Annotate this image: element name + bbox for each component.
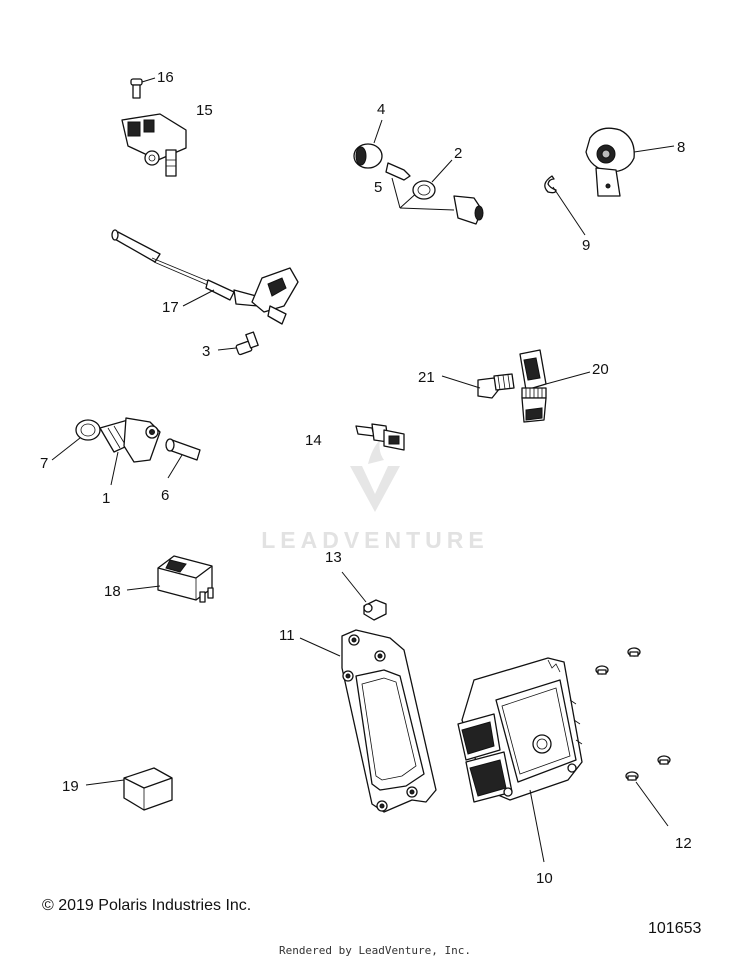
part-8-knock-sensor[interactable] (585, 127, 635, 197)
callout-17: 17 (162, 299, 179, 316)
leader-3 (217, 347, 237, 351)
leader-16 (141, 77, 156, 83)
leadventure-logo-mark (350, 466, 400, 512)
leader-11 (299, 637, 341, 657)
part-12-screw-c[interactable] (657, 755, 671, 765)
part-17-speed-sensor[interactable] (111, 229, 299, 325)
callout-2: 2 (454, 145, 462, 162)
part-5-sensor[interactable] (453, 195, 484, 225)
callout-8: 8 (677, 139, 685, 156)
rendered-by-text: Rendered by LeadVenture, Inc. (278, 944, 472, 957)
drawing-number: 101653 (648, 920, 702, 937)
part-13-bolt[interactable] (363, 599, 387, 621)
leader-17 (182, 289, 215, 307)
copyright-text: © 2019 Polaris Industries Inc. (42, 897, 252, 914)
part-11-bracket[interactable] (341, 629, 437, 813)
part-15-map-sensor[interactable] (121, 113, 187, 177)
callout-20: 20 (592, 361, 609, 378)
leader-18 (126, 585, 161, 591)
callout-9: 9 (582, 237, 590, 254)
leader-5a (391, 177, 401, 209)
part-9-clip-ring[interactable] (544, 175, 557, 194)
part-14-temp-sensor[interactable] (355, 423, 405, 451)
part-6-pin[interactable] (165, 438, 201, 461)
callout-15: 15 (196, 102, 213, 119)
leader-2 (431, 159, 453, 183)
callout-1: 1 (102, 490, 110, 507)
callout-13: 13 (325, 549, 342, 566)
part-12-screw-b[interactable] (595, 665, 609, 675)
callout-4: 4 (377, 101, 385, 118)
callout-7: 7 (40, 455, 48, 472)
part-7-o-ring[interactable] (75, 419, 101, 441)
callout-3: 3 (202, 343, 210, 360)
leader-13 (341, 571, 367, 603)
callout-18: 18 (104, 583, 121, 600)
callout-10: 10 (536, 870, 553, 887)
leader-10 (529, 789, 545, 863)
callout-12: 12 (675, 835, 692, 852)
callout-11: 11 (279, 627, 295, 644)
part-19-block[interactable] (123, 767, 173, 811)
leader-6 (167, 454, 183, 479)
leader-20 (545, 371, 591, 385)
leader-12 (635, 781, 669, 827)
callout-5: 5 (374, 179, 382, 196)
part-16-bolt[interactable] (130, 78, 143, 99)
leader-7 (51, 437, 81, 461)
part-20-connector[interactable] (519, 349, 547, 423)
watermark-brand-text: LEADVENTURE (261, 527, 489, 553)
leader-9 (552, 186, 586, 236)
part-21-screw[interactable] (477, 373, 515, 399)
part-12-screw-d[interactable] (625, 771, 639, 781)
part-4-cap[interactable] (353, 143, 383, 169)
leader-5c (399, 207, 455, 211)
callout-16: 16 (157, 69, 174, 86)
callout-19: 19 (62, 778, 79, 795)
callout-21: 21 (418, 369, 435, 386)
part-2-o-ring[interactable] (412, 180, 436, 200)
callout-14: 14 (305, 432, 322, 449)
part-12-screw-a[interactable] (627, 647, 641, 657)
part-1-cam-sensor[interactable] (99, 417, 161, 463)
leader-4 (373, 119, 383, 144)
leader-21 (441, 375, 481, 389)
leader-8 (633, 145, 675, 153)
leader-19 (85, 779, 125, 786)
part-3-bolt[interactable] (235, 331, 259, 356)
leadventure-watermark: LEADVENTURE (261, 440, 489, 553)
part-10-ecu[interactable] (457, 657, 583, 803)
callout-6: 6 (161, 487, 169, 504)
leader-1 (110, 451, 119, 486)
part-5-clip[interactable] (385, 162, 411, 181)
part-18-relay[interactable] (157, 555, 214, 603)
leadventure-logo-flame (368, 440, 384, 464)
